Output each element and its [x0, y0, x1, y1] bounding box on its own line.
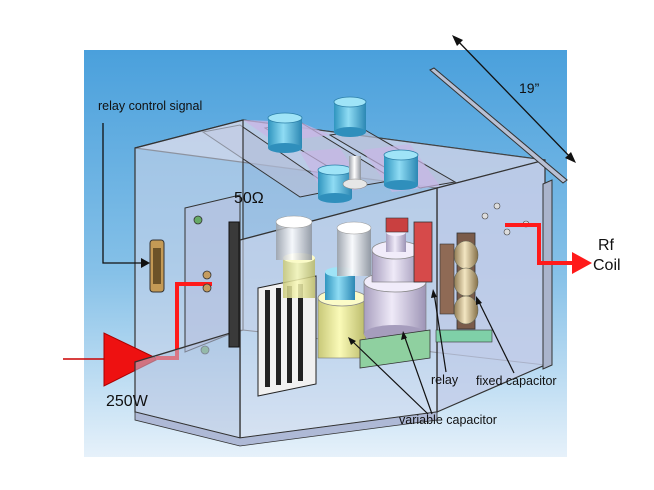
fixed-capacitor-leader: [476, 296, 515, 374]
top-blue-capacitor-4: [317, 164, 353, 203]
relay-control-connector: [149, 239, 165, 293]
rack-flange-right: [542, 179, 553, 370]
variable-capacitor-lavender: [363, 228, 427, 343]
fixed-capacitor-label: fixed capacitor: [476, 374, 557, 388]
white-capacitor: [275, 215, 372, 276]
width-label: 19”: [519, 80, 540, 96]
rf-label: Rf: [598, 237, 614, 254]
relay-block: [413, 221, 433, 283]
fixed-capacitor-stack: [435, 232, 493, 343]
relay-leader: [431, 289, 447, 373]
inductor-bar: [228, 221, 240, 348]
output-rf-cable: [505, 223, 592, 274]
top-blue-capacitor-3: [383, 149, 419, 190]
width-dimension-arrow: [452, 35, 576, 163]
power-label: 250W: [106, 393, 148, 410]
rack-flange: [429, 67, 568, 184]
coil-label: Coil: [593, 257, 621, 274]
variable-capacitor-label: variable capacitor: [399, 413, 497, 427]
top-blue-capacitor-5: [342, 156, 368, 190]
impedance-label: 50Ω: [234, 190, 264, 207]
top-blue-capacitor-2: [333, 96, 367, 137]
relay-block-top: [385, 217, 409, 233]
relay-control-signal-label: relay control signal: [98, 99, 203, 113]
vent-grille: [257, 275, 317, 397]
relay-control-leader: [102, 123, 150, 268]
variable-capacitor-leader: [348, 331, 433, 415]
top-blue-capacitor-1: [267, 112, 303, 153]
bottom-rail: [134, 411, 438, 447]
relay-label: relay: [431, 373, 459, 387]
